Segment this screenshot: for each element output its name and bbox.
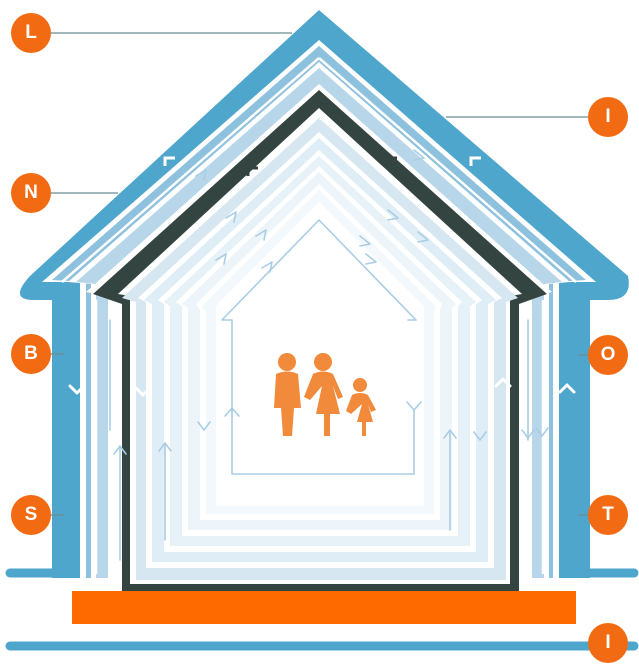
mid-blue-layer: [52, 46, 586, 578]
callout-t: T: [588, 495, 628, 535]
layer-separators: [61, 57, 577, 574]
callout-l: L: [11, 13, 51, 53]
airflow-arrows: [109, 149, 549, 561]
inner-roof-brackets: [246, 156, 397, 176]
leader-lines: [51, 32, 588, 516]
callout-s: S: [11, 495, 51, 535]
roof-brackets: [163, 156, 481, 166]
family-icon: [274, 353, 376, 436]
callout-n: N: [11, 173, 51, 213]
callout-i-upper: I: [588, 97, 628, 137]
callout-o: O: [588, 335, 628, 375]
foundation-slab: [72, 591, 576, 624]
callout-b: B: [11, 334, 51, 374]
airflow-arrow-icon: [68, 377, 576, 397]
callout-i-lower: I: [588, 623, 628, 663]
